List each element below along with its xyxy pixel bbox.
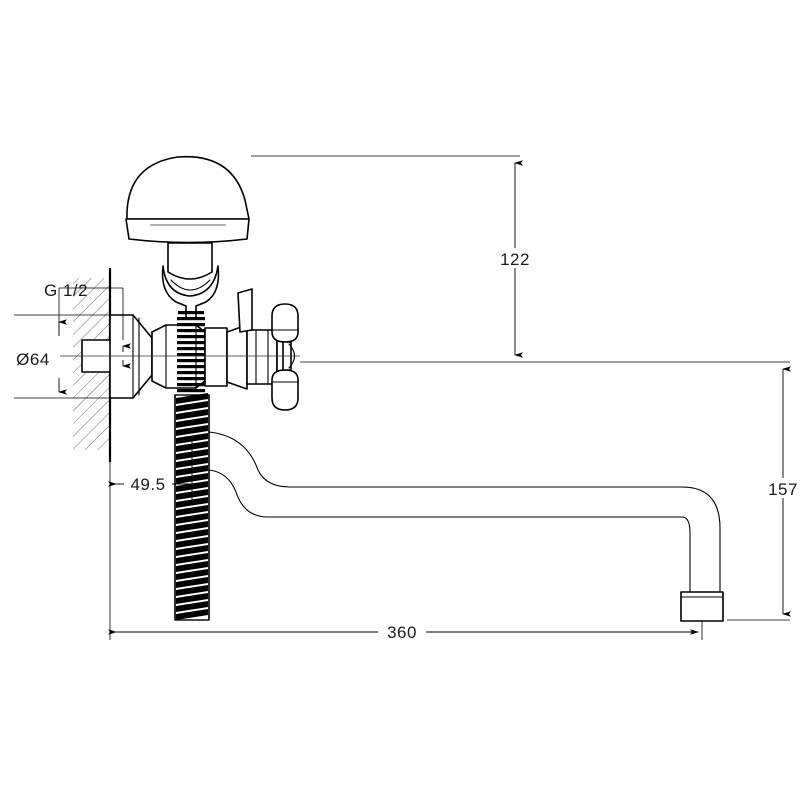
diverter-lever: [237, 288, 253, 333]
dimension-thread-callout: G 1/2: [44, 281, 131, 369]
dimension-157-label: 157: [768, 480, 798, 499]
dimension-flange-diameter-label: Ø64: [16, 350, 50, 369]
dimension-122: 122: [251, 155, 790, 363]
dimension-360-label: 360: [387, 623, 417, 642]
cross-handle: [271, 303, 299, 411]
dimension-flange-diameter: Ø64: [14, 288, 112, 399]
dimension-49-5-label: 49.5: [130, 475, 165, 494]
valve-body: [204, 324, 290, 390]
neck-coil: [177, 311, 205, 393]
dimension-122-label: 122: [500, 250, 530, 269]
dimension-360: 360: [108, 462, 703, 642]
spiral-hose: [174, 393, 210, 621]
wall-flange: [109, 314, 153, 399]
swivel-spout: [208, 431, 721, 593]
aerator-outlet: [680, 591, 724, 622]
center-lines: [60, 224, 300, 357]
dimension-thread-callout-label: G 1/2: [44, 281, 88, 300]
dimension-157: 157: [727, 366, 798, 621]
neck-collar: [161, 242, 220, 319]
dome-cap: [125, 155, 250, 244]
dimension-49-5: 49.5: [108, 440, 193, 500]
